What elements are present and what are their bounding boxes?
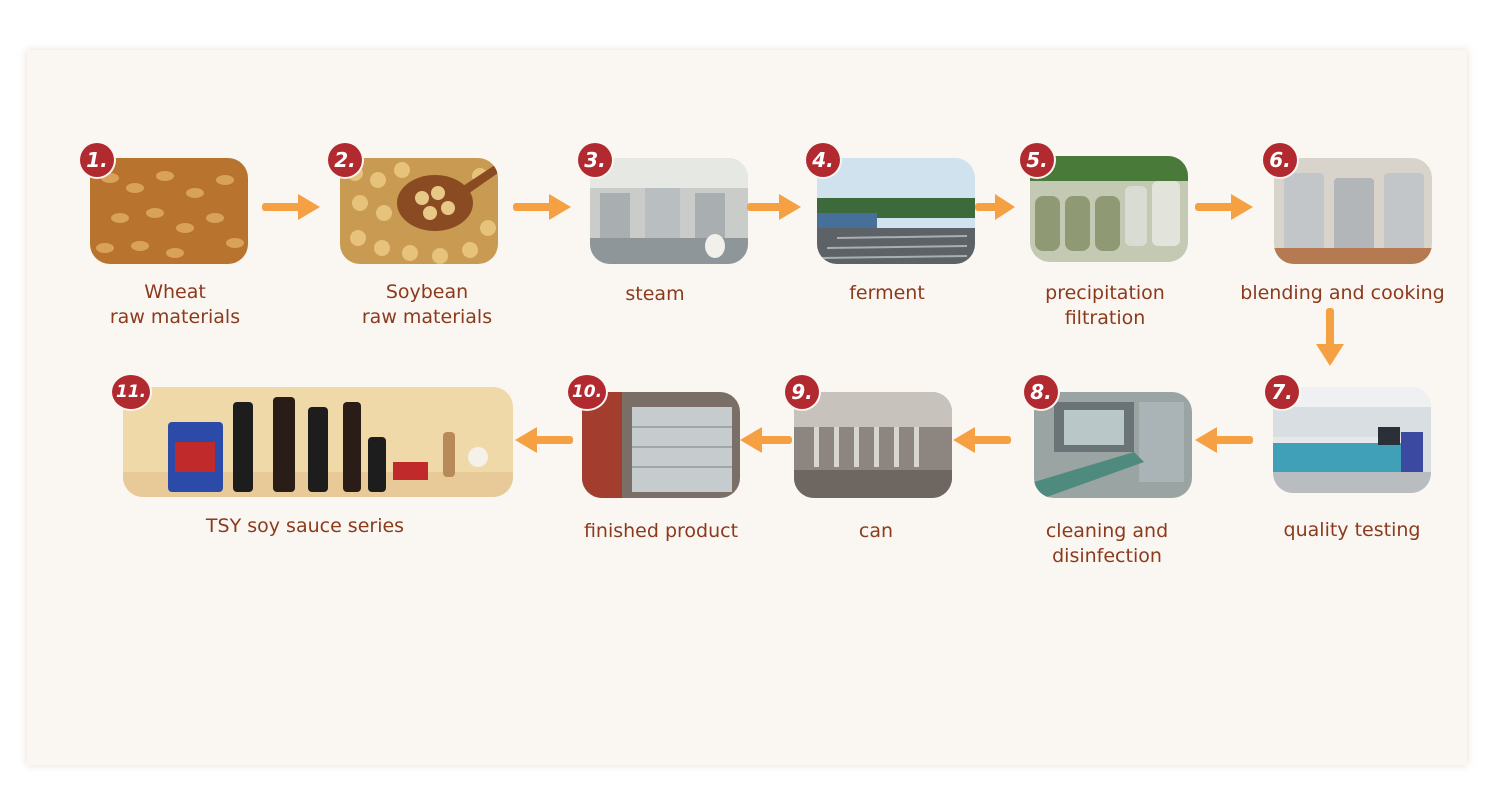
step-9-badge: 9.: [785, 375, 819, 409]
step-5-label: precipitation filtration: [1025, 281, 1185, 331]
cleaning-photo: [1034, 392, 1192, 498]
step-11-badge: 11.: [112, 375, 150, 409]
arrow-10-to-11: [515, 427, 573, 453]
step-2-badge: 2.: [328, 143, 362, 177]
step-4-label: ferment: [807, 281, 967, 306]
step-3-label: steam: [575, 282, 735, 307]
step-1-badge: 1.: [80, 143, 114, 177]
arrow-9-to-10: [740, 427, 792, 453]
step-1-line2: raw materials: [109, 306, 241, 328]
wheat-photo: [90, 158, 248, 264]
step-2-line1: Soybean: [385, 281, 469, 303]
soy-sauce-series-photo: [123, 387, 513, 497]
step-8-line2: disinfection: [1052, 545, 1162, 567]
finished-product-photo: [582, 392, 740, 498]
step-3-line1: steam: [625, 283, 685, 305]
arrow-2-to-3: [513, 194, 571, 220]
step-7-badge: 7.: [1265, 375, 1299, 409]
arrow-4-to-5: [975, 194, 1015, 220]
ferment-photo: [817, 158, 975, 264]
arrow-7-to-8: [1195, 427, 1253, 453]
step-10-line1: finished product: [583, 520, 739, 542]
arrow-8-to-9: [953, 427, 1011, 453]
step-5-badge: 5.: [1020, 143, 1054, 177]
step-6-badge: 6.: [1263, 143, 1297, 177]
step-11-line1: TSY soy sauce series: [205, 515, 405, 537]
step-4-line1: ferment: [849, 282, 925, 304]
step-7-line1: quality testing: [1283, 519, 1421, 541]
step-1-label: Wheat raw materials: [95, 280, 255, 330]
quality-testing-photo: [1273, 387, 1431, 493]
step-6-line1: blending and cooking: [1240, 282, 1445, 304]
step-10-badge: 10.: [568, 375, 606, 409]
step-10-label: finished product: [576, 519, 746, 544]
step-1-line1: Wheat: [144, 281, 206, 303]
step-6-label: blending and cooking: [1225, 281, 1460, 306]
steam-photo: [590, 158, 748, 264]
canning-photo: [794, 392, 952, 498]
step-9-label: can: [796, 519, 956, 544]
arrow-1-to-2: [262, 194, 320, 220]
step-2-line2: raw materials: [361, 306, 493, 328]
arrow-3-to-4: [747, 194, 801, 220]
step-9-line1: can: [858, 520, 894, 542]
step-3-badge: 3.: [578, 143, 612, 177]
step-2-label: Soybean raw materials: [347, 280, 507, 330]
step-4-badge: 4.: [806, 143, 840, 177]
step-7-label: quality testing: [1272, 518, 1432, 543]
step-8-badge: 8.: [1024, 375, 1058, 409]
step-5-line1: precipitation: [1045, 282, 1165, 304]
blending-photo: [1274, 158, 1432, 264]
step-8-label: cleaning and disinfection: [1027, 519, 1187, 569]
soybean-photo: [340, 158, 498, 264]
arrow-5-to-6: [1195, 194, 1253, 220]
precipitation-photo: [1030, 156, 1188, 262]
arrow-6-to-7: [1316, 308, 1344, 366]
step-8-line1: cleaning and: [1045, 520, 1169, 542]
step-5-line2: filtration: [1064, 307, 1146, 329]
step-11-label: TSY soy sauce series: [185, 514, 425, 539]
